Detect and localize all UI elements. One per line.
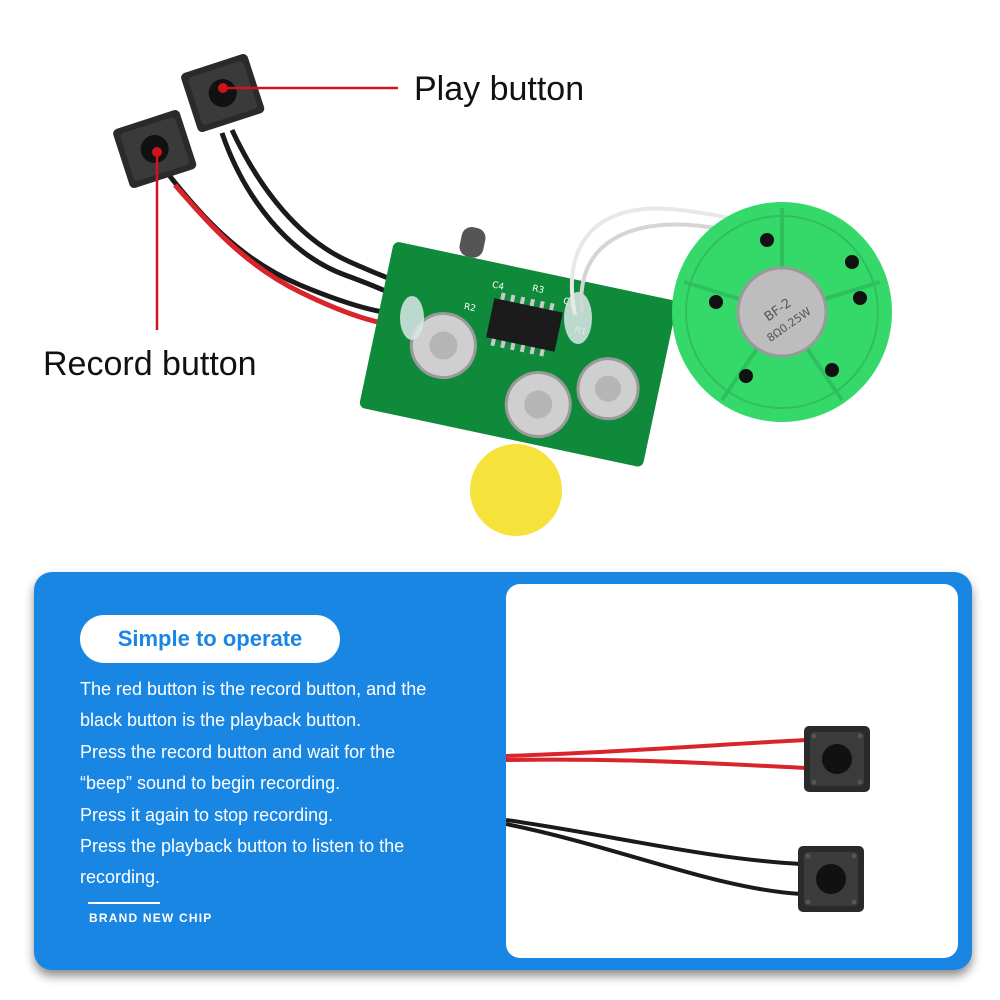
closeup-record-switch [804, 726, 870, 792]
product-photo: R3 R2 C4 C5 R1 [113, 54, 892, 536]
closeup-play-switch [798, 846, 864, 912]
play-switch [181, 54, 265, 133]
speaker: BF-2 8Ω0.25W [672, 202, 892, 422]
description-line: Press the record button and wait for the [80, 741, 396, 762]
closeup-red-wire [506, 757, 807, 770]
closeup-red-wire [506, 738, 807, 758]
pcb-board: R3 R2 C4 C5 R1 [359, 227, 677, 467]
yellow-dome [470, 444, 562, 536]
button-closeup-illustration [506, 726, 870, 912]
play-button-callout: Play button [414, 70, 585, 108]
pcb-label-r2: R2 [463, 302, 477, 314]
product-illustration: R3 R2 C4 C5 R1 [43, 54, 892, 536]
solder-joint [400, 296, 424, 340]
description-line: recording. [80, 867, 161, 888]
description-line: The red button is the record button, and… [80, 679, 427, 699]
record-button-callout: Record button [43, 345, 257, 383]
tagline: BRAND NEW CHIP [89, 911, 213, 925]
closeup-black-wire [506, 822, 802, 896]
button-closeup-photo [506, 584, 958, 958]
section-heading: Simple to operate [80, 615, 340, 663]
solder-joint [564, 292, 592, 344]
info-panel: Simple to operate The red button is the … [34, 572, 972, 970]
pcb-label-c4: C4 [491, 280, 505, 292]
description-line: “beep” sound to begin recording. [80, 773, 341, 794]
record-callout-dot [152, 147, 162, 157]
pcb-label-r3: R3 [531, 284, 545, 296]
description-line: black button is the playback button. [80, 710, 362, 731]
tagline-divider [88, 902, 160, 904]
closeup-black-wire [506, 818, 802, 866]
play-callout-dot [218, 83, 228, 93]
record-wire-red [173, 183, 413, 331]
description-line: Press it again to stop recording. [80, 804, 334, 825]
description-text: The red button is the record button, and… [80, 674, 480, 894]
description-line: Press the playback button to listen to t… [80, 836, 405, 857]
